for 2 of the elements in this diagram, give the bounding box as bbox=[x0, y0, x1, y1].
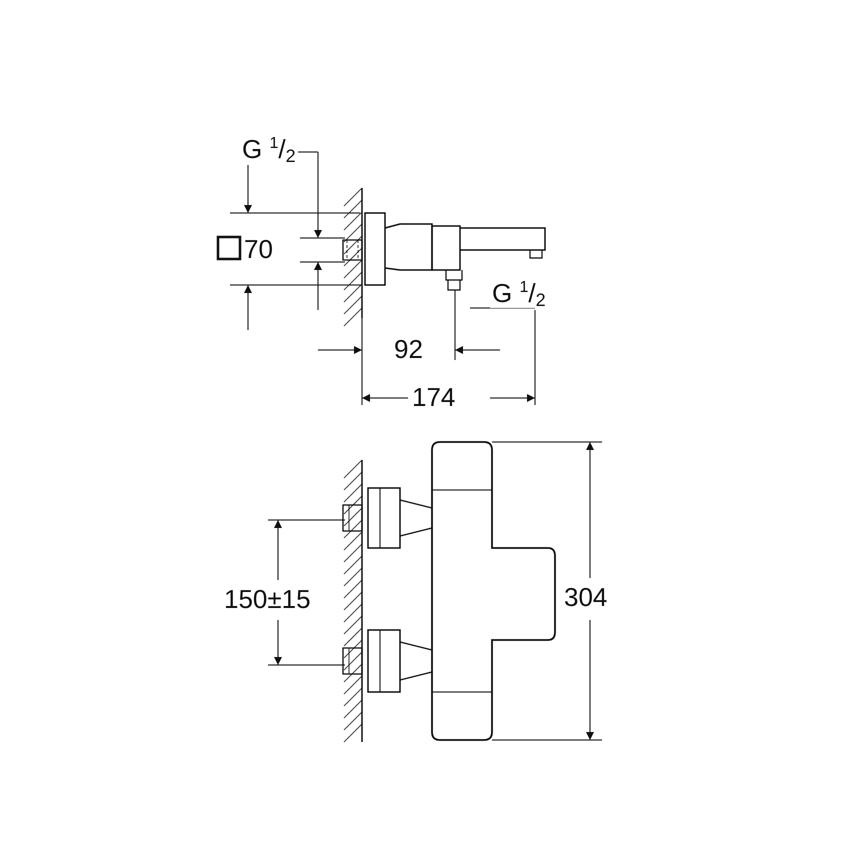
dimension-label: G $^{1}$/$_{2}$ bbox=[490, 278, 548, 308]
dimension-label: G $^{1}$/$_{2}$ bbox=[240, 134, 298, 164]
